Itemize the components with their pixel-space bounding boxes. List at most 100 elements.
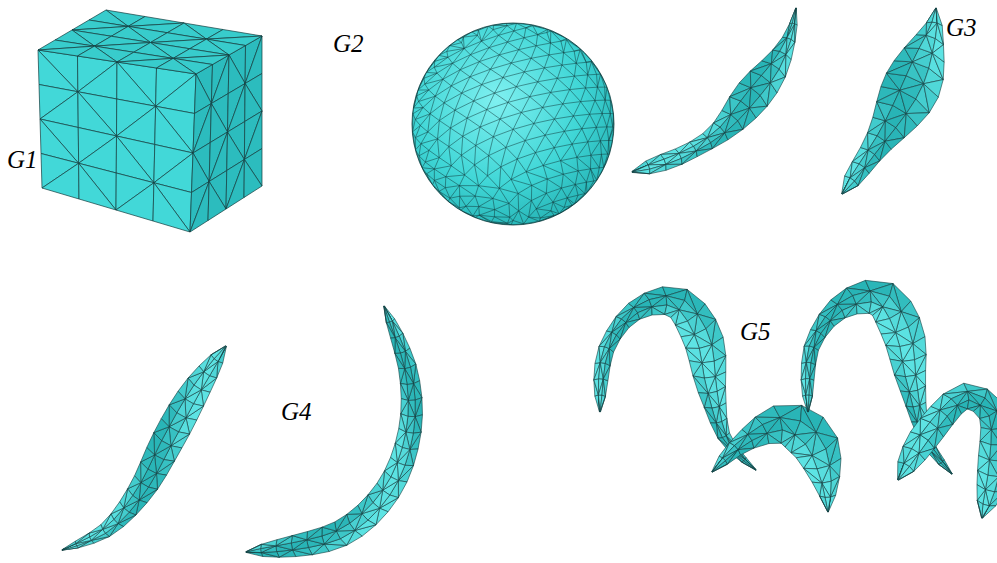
mesh-element [128, 476, 141, 489]
mesh-element [603, 379, 608, 396]
mesh-element [767, 433, 781, 443]
mesh-element [890, 359, 903, 375]
mesh-element [244, 160, 262, 198]
mesh-element [384, 306, 390, 322]
mesh-element [810, 365, 816, 380]
mesh-element [808, 395, 812, 412]
mesh-element [886, 345, 903, 361]
mesh-element [919, 448, 934, 460]
mesh-element [814, 337, 825, 350]
mesh-element [845, 304, 857, 318]
mesh-element [398, 481, 407, 498]
mesh-element [722, 97, 731, 115]
mesh-element [261, 553, 279, 558]
mesh-element [860, 133, 868, 150]
mesh-element [842, 304, 856, 318]
mesh-element [727, 450, 740, 465]
mesh-element [696, 149, 712, 157]
mesh-element [650, 164, 666, 173]
mesh-element [977, 500, 982, 518]
mesh-element [681, 335, 694, 349]
figure-label: G4 [281, 398, 312, 426]
mesh-element [991, 430, 997, 445]
mesh-element [368, 483, 383, 495]
mesh-element [62, 541, 76, 550]
mesh-element [978, 456, 990, 471]
mesh-element [980, 428, 991, 441]
mesh-element [276, 536, 292, 546]
mesh-element [877, 121, 885, 141]
mesh-element [830, 477, 839, 498]
mesh-element [154, 433, 162, 455]
mesh-element [725, 129, 743, 140]
mesh-element [211, 346, 226, 359]
mesh-element [401, 399, 408, 414]
mesh-element [652, 305, 667, 314]
mesh-element [594, 379, 599, 395]
mesh-element [666, 164, 682, 170]
mesh-element [76, 533, 90, 543]
mesh-element [796, 456, 812, 469]
mesh-element [906, 406, 917, 422]
mesh-element [806, 395, 808, 412]
mesh-element [408, 400, 415, 417]
figure-label: G5 [740, 318, 771, 346]
mesh-element [761, 64, 771, 83]
mesh-element [190, 182, 209, 233]
mesh-element [935, 23, 943, 45]
mesh-element [750, 106, 768, 118]
mesh-element [626, 319, 640, 327]
mesh-element [881, 333, 895, 346]
mesh-element [710, 423, 718, 439]
mesh-element [937, 23, 943, 45]
mesh-element [632, 172, 650, 174]
mesh-element [686, 348, 702, 363]
mesh-element [335, 514, 347, 531]
mesh-element [900, 391, 909, 406]
mesh-element [939, 464, 952, 474]
mesh-element [640, 307, 652, 319]
mesh-element [395, 338, 401, 354]
sphere-mesh [412, 23, 614, 225]
mesh-element [276, 536, 292, 546]
mesh-element [600, 396, 605, 412]
mesh-element [712, 464, 727, 472]
mesh-element [693, 376, 708, 394]
mesh-element [693, 376, 708, 394]
mesh-element [906, 406, 917, 422]
mesh-element [820, 496, 828, 512]
mesh-element [704, 407, 716, 423]
mesh-element [939, 463, 952, 474]
mesh-element [395, 428, 406, 443]
mesh-element [804, 468, 822, 483]
mesh-element [157, 473, 167, 489]
mesh-element [190, 182, 209, 233]
mesh-element [842, 181, 858, 194]
mesh-element [671, 310, 679, 325]
mesh-element [246, 552, 263, 556]
mesh-element [322, 522, 336, 531]
figure-label: G2 [333, 30, 364, 58]
mesh-element [386, 322, 395, 338]
mesh-element [395, 353, 405, 369]
mesh-element [682, 151, 697, 164]
mesh-element [78, 46, 118, 62]
mesh-element [79, 163, 117, 210]
mesh-element [609, 339, 620, 352]
mesh-element [415, 398, 422, 417]
mesh-element [741, 88, 751, 108]
mesh-element [894, 375, 909, 392]
mesh-element [977, 500, 983, 518]
mesh-element [686, 348, 702, 363]
mesh-element [384, 457, 397, 470]
figure-label: G1 [7, 146, 38, 174]
mesh-element [246, 544, 261, 552]
mesh-element [906, 113, 929, 126]
mesh-element [820, 496, 828, 512]
mesh-element [76, 533, 90, 543]
mesh-element [79, 163, 116, 210]
mesh-element [111, 502, 124, 514]
mesh-element [185, 399, 193, 418]
cube-mesh [38, 10, 262, 232]
mesh-element [924, 80, 944, 98]
